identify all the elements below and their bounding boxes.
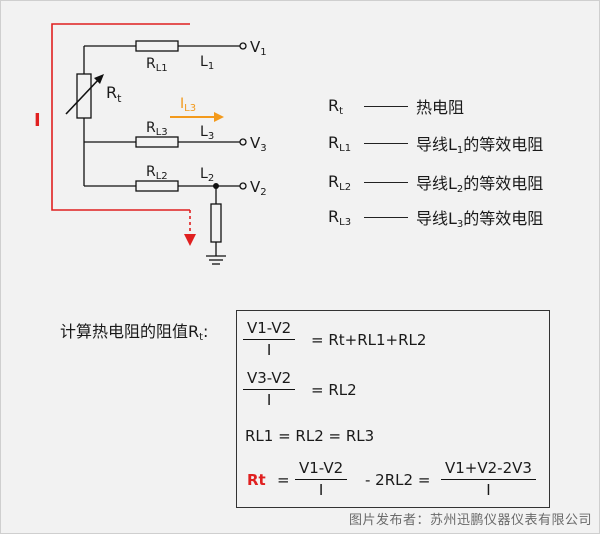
ground-resistor (210, 203, 222, 243)
variable-arrow-head-icon (94, 74, 104, 84)
formula-2-fraction: V3-V2 I (243, 369, 296, 409)
formula-denominator: I (318, 481, 324, 499)
legend-row-rl2: RL2 导线L2的等效电阻 (328, 170, 544, 195)
resistor-rl2 (135, 180, 179, 192)
formula-numerator: V3-V2 (243, 369, 296, 390)
branch-current-arrow-head-icon (214, 112, 224, 122)
ground-icon (206, 255, 226, 265)
watermark: 图片发布者：苏州迅鹏仪器仪表有限公司 (348, 513, 592, 528)
formula-4-lhs: Rt (247, 471, 266, 489)
branch-current-label: IL3 (180, 96, 196, 114)
legend-dash (364, 181, 408, 183)
legend-description: 导线L1的等效电阻 (416, 134, 544, 156)
formula-4-mid: - 2RL2 = (365, 471, 431, 489)
legend-row-rl1: RL1 导线L1的等效电阻 (328, 131, 544, 156)
formula-4-fraction-2: V1+V2-2V3 I (441, 459, 536, 499)
lead-label-l3: L3 (200, 124, 214, 142)
formula-numerator: V1+V2-2V3 (441, 459, 536, 480)
sensor-label: Rt (106, 83, 122, 105)
legend-row-rl3: RL3 导线L3的等效电阻 (328, 205, 544, 230)
formula-1-rhs: = Rt+RL1+RL2 (311, 331, 427, 349)
resistor-label-rl2: RL2 (146, 164, 168, 182)
calc-label: 计算热电阻的阻值Rt: (60, 322, 209, 343)
legend-description: 导线L2的等效电阻 (416, 173, 544, 195)
legend-dash (364, 216, 408, 218)
formula-4-fraction-1: V1-V2 I (295, 459, 348, 499)
formula-4-eq: = (277, 471, 290, 489)
formula-numerator: V1-V2 (295, 459, 348, 480)
legend-description: 热电阻 (416, 98, 465, 117)
terminal-v1 (239, 42, 247, 50)
resistor-rl3 (135, 136, 179, 148)
legend-dash (364, 142, 408, 144)
formula-denominator: I (266, 391, 272, 409)
legend-description: 导线L3的等效电阻 (416, 208, 544, 230)
legend-symbol: RL3 (328, 206, 352, 228)
resistor-rl1 (135, 40, 179, 52)
formula-box: V1-V2 I = Rt+RL1+RL2 V3-V2 I = RL2 RL1 =… (236, 310, 550, 508)
terminal-label-v1: V1 (250, 38, 267, 58)
formula-denominator: I (486, 481, 491, 499)
terminal-v2 (239, 182, 247, 190)
formula-3: RL1 = RL2 = RL3 (245, 427, 375, 445)
current-path (51, 23, 190, 211)
formula-1-fraction: V1-V2 I (243, 319, 296, 359)
resistor-label-rl1: RL1 (146, 56, 168, 74)
formula-denominator: I (266, 341, 272, 359)
legend-dash (364, 105, 408, 107)
legend-row-rt: Rt 热电阻 (328, 94, 464, 118)
current-label: I (34, 110, 41, 131)
terminal-v3 (239, 138, 247, 146)
legend-symbol: RL2 (328, 171, 352, 193)
resistor-label-rl3: RL3 (146, 120, 168, 138)
lead-label-l1: L1 (200, 54, 214, 72)
formula-2-rhs: = RL2 (311, 381, 357, 399)
variable-arrow-icon (65, 77, 101, 115)
terminal-label-v2: V2 (250, 178, 267, 198)
legend-symbol: RL1 (328, 132, 352, 154)
terminal-label-v3: V3 (250, 134, 267, 154)
formula-numerator: V1-V2 (243, 319, 296, 340)
legend-symbol: Rt (328, 95, 344, 117)
current-arrow-icon (184, 234, 196, 246)
lead-label-l2: L2 (200, 166, 214, 184)
